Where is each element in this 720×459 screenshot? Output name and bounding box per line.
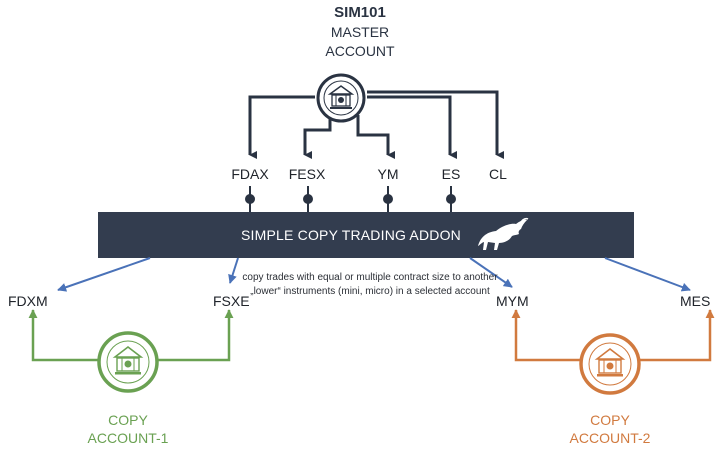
copy-account-2-label-line1: COPY xyxy=(590,412,630,428)
arrow-fsxe xyxy=(228,257,239,284)
copy-account-2-connectors xyxy=(511,309,715,362)
copy-account-2-label-line2: ACCOUNT-2 xyxy=(569,430,651,446)
addon-bar-label: SIMPLE COPY TRADING ADDON xyxy=(241,227,461,243)
pin-fdax xyxy=(245,194,255,204)
target-instrument-fsxe: FSXE xyxy=(213,293,250,309)
connector-cl xyxy=(367,90,504,159)
copy-account-1-label-line1: COPY xyxy=(108,412,148,428)
instrument-fdax: FDAX xyxy=(231,166,269,182)
arrow-mes xyxy=(604,257,691,292)
instrument-cl: CL xyxy=(489,166,507,182)
target-instrument-fdxm: FDXM xyxy=(8,293,48,309)
copy-rule-note: copy trades with equal or multiple contr… xyxy=(242,272,498,297)
connector-fdax xyxy=(248,95,315,159)
connector-ym xyxy=(356,115,395,159)
master-account-label-line2: ACCOUNT xyxy=(325,43,395,59)
pin-fesx xyxy=(303,194,313,204)
master-account-name: SIM101 xyxy=(334,4,386,21)
copy-account-1-connectors xyxy=(28,309,234,362)
instrument-es: ES xyxy=(441,166,461,182)
copy-account-1-bank-icon xyxy=(97,331,159,393)
master-bank-icon xyxy=(316,73,366,123)
target-instrument-mym: MYM xyxy=(496,293,529,309)
master-account-label-line1: MASTER xyxy=(330,24,390,40)
instrument-fesx: FESX xyxy=(288,166,326,182)
copy-account-2-bank-icon xyxy=(579,333,641,395)
connector-es xyxy=(367,95,457,159)
copy-arrows xyxy=(57,257,691,292)
copy-account-1-label-line2: ACCOUNT-1 xyxy=(87,430,169,446)
target-instrument-mes: MES xyxy=(680,293,711,309)
pin-es xyxy=(446,194,456,204)
arrow-mym xyxy=(469,257,513,288)
arrow-fdxm xyxy=(57,257,151,292)
instrument-pins xyxy=(245,186,456,212)
addon-bar xyxy=(98,212,634,258)
instrument-ym: YM xyxy=(377,166,399,182)
copy-account-1-label: COPY ACCOUNT-1 xyxy=(78,411,178,447)
copy-account-2-label: COPY ACCOUNT-2 xyxy=(560,411,660,447)
pin-ym xyxy=(383,194,393,204)
master-connectors xyxy=(248,90,504,159)
connector-fesx xyxy=(303,115,332,159)
bull-icon xyxy=(478,217,529,250)
